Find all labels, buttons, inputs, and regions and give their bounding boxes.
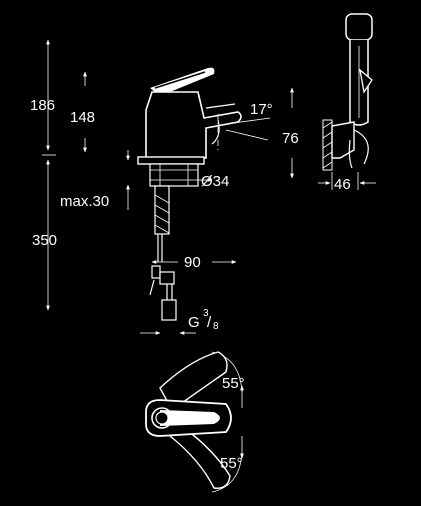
left-dimension-lines (42, 39, 130, 311)
dim-connection-g: G (188, 314, 200, 331)
shower-depth-dimension (318, 172, 376, 190)
dim-connection-slash: / (207, 314, 212, 331)
dim-spout-angle: 17° (250, 101, 273, 118)
hand-shower (322, 13, 373, 171)
dim-height-spout: 148 (70, 109, 95, 126)
dim-hose-length: 350 (32, 232, 57, 249)
dim-lever-angle-lower: 55° (220, 455, 243, 472)
dim-deck-thickness: max.30 (60, 193, 109, 210)
dim-shower-depth: 46 (334, 176, 351, 193)
faucet-side-view (137, 67, 271, 187)
dim-lever-angle-upper: 55° (222, 375, 245, 392)
supply-hose (149, 185, 177, 321)
dim-connection-num: 3 (203, 308, 209, 319)
dim-hose-offset: 90 (184, 254, 201, 271)
faucet-top-view (145, 351, 244, 493)
dim-spout-reach-height: 76 (282, 130, 299, 147)
dim-thread-diameter: Ø34 (201, 173, 229, 190)
dim-connection-den: 8 (213, 321, 219, 332)
dim-height-total: 186 (30, 97, 55, 114)
